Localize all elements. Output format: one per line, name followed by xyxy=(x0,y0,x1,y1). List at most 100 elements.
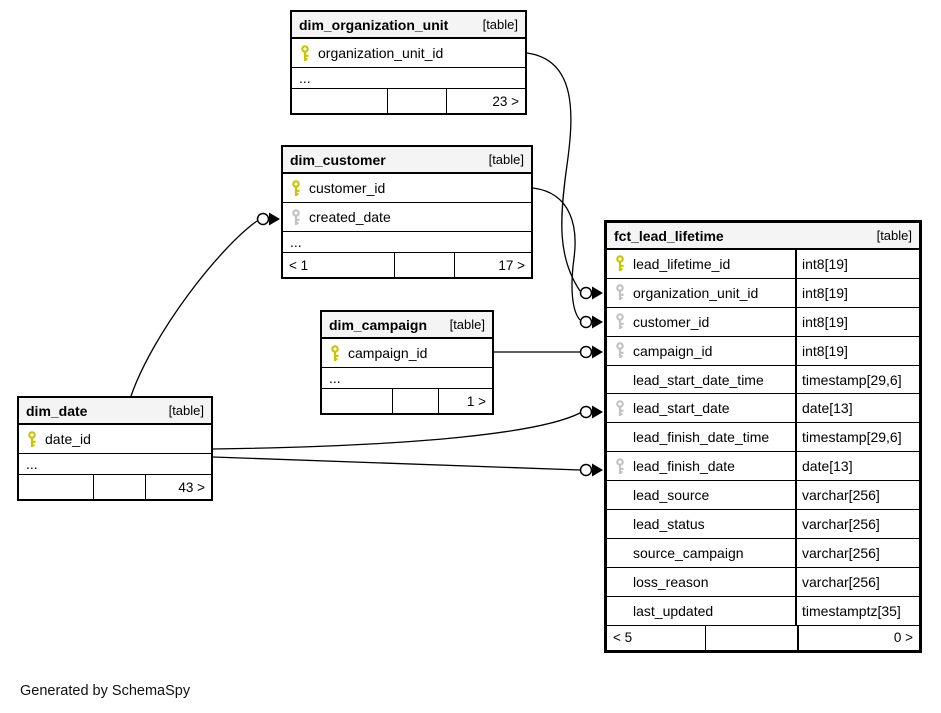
column-name-cell: last_updated xyxy=(607,597,795,625)
column-name: lead_start_date xyxy=(633,400,730,417)
primary-key-icon xyxy=(322,344,348,362)
generator-credit: Generated by SchemaSpy xyxy=(20,683,191,699)
column-type: varchar[256] xyxy=(795,510,919,538)
table-fct-lead-lifetime[interactable]: fct_lead_lifetime [table] lead_lifetime_… xyxy=(604,220,922,653)
table-header: dim_organization_unit [table] xyxy=(292,12,525,39)
foreign-key-icon xyxy=(607,313,633,330)
table-footer: < 1 17 > xyxy=(283,253,531,277)
child-count: 0 > xyxy=(893,630,913,646)
primary-key-icon xyxy=(292,44,318,62)
column-row-lead-start-date: lead_start_date date[13] xyxy=(607,394,919,424)
column-name-cell: organization_unit_id xyxy=(607,279,795,307)
columns-ellipsis: ... xyxy=(283,232,531,253)
column-row-campaign-id: campaign_id xyxy=(322,339,492,368)
table-dim-customer[interactable]: dim_customer [table] customer_id created… xyxy=(281,145,533,279)
column-row-campaign-id: campaign_id int8[19] xyxy=(607,336,919,366)
table-dim-campaign[interactable]: dim_campaign [table] campaign_id ... 1 > xyxy=(320,310,494,415)
column-row-created-date: created_date xyxy=(283,203,531,232)
column-name: customer_id xyxy=(309,180,386,196)
column-name-cell: lead_source xyxy=(607,481,795,509)
column-name: organization_unit_id xyxy=(318,45,444,61)
table-type-badge: [table] xyxy=(449,317,485,332)
parent-count xyxy=(322,389,393,413)
columns-ellipsis: ... xyxy=(19,454,211,475)
column-name: lead_source xyxy=(633,487,710,504)
column-row-lead-start-date-time: lead_start_date_time timestamp[29,6] xyxy=(607,365,919,395)
column-row-source-campaign: source_campaign varchar[256] xyxy=(607,538,919,568)
footer-spacer xyxy=(94,475,146,499)
column-name-cell: loss_reason xyxy=(607,568,795,596)
column-row-loss-reason: loss_reason varchar[256] xyxy=(607,567,919,597)
rel-line-org-to-fct xyxy=(526,52,581,292)
footer-spacer xyxy=(395,253,455,277)
table-header: dim_customer [table] xyxy=(283,147,531,174)
primary-key-icon xyxy=(19,430,45,448)
column-type: date[13] xyxy=(795,452,919,481)
column-name: created_date xyxy=(309,209,391,225)
table-footer: 23 > xyxy=(292,89,525,113)
column-row-customer-id: customer_id int8[19] xyxy=(607,307,919,337)
column-type: varchar[256] xyxy=(795,567,919,596)
column-name-cell: lead_finish_date xyxy=(607,452,795,480)
table-footer: 1 > xyxy=(322,389,492,413)
marker-fct-campaign-id xyxy=(579,345,603,359)
column-name-cell: lead_lifetime_id xyxy=(607,250,795,278)
column-row-organization-unit-id: organization_unit_id xyxy=(292,39,525,68)
column-name: organization_unit_id xyxy=(633,284,759,301)
column-type: date[13] xyxy=(795,394,919,423)
table-dim-date[interactable]: dim_date [table] date_id ... 43 > xyxy=(17,396,213,501)
column-type: timestamp[29,6] xyxy=(795,423,919,452)
primary-key-icon xyxy=(283,179,309,197)
column-name: customer_id xyxy=(633,313,710,330)
table-title: fct_lead_lifetime xyxy=(614,227,724,244)
table-footer: 43 > xyxy=(19,475,211,499)
column-name: lead_finish_date_time xyxy=(633,429,770,446)
table-header: dim_campaign [table] xyxy=(322,312,492,339)
table-type-badge: [table] xyxy=(876,228,912,243)
table-title: dim_date xyxy=(26,402,88,419)
parent-count xyxy=(292,89,388,113)
footer-spacer xyxy=(388,89,447,113)
marker-fct-lead-start-date xyxy=(579,405,603,419)
column-type: int8[19] xyxy=(795,250,919,278)
column-type: timestamp[29,6] xyxy=(795,365,919,394)
foreign-key-icon xyxy=(283,208,309,226)
column-type: int8[19] xyxy=(795,307,919,336)
column-name: lead_lifetime_id xyxy=(633,255,731,272)
marker-fct-lead-finish-date xyxy=(579,463,603,477)
rel-line-customer-to-fct xyxy=(532,187,581,321)
child-count: 43 > xyxy=(178,479,205,495)
table-type-badge: [table] xyxy=(488,152,524,167)
column-name-cell: source_campaign xyxy=(607,539,795,567)
table-title: dim_organization_unit xyxy=(299,16,449,33)
column-name-cell: lead_start_date_time xyxy=(607,366,795,394)
rel-line-date-to-fct-start xyxy=(212,412,581,450)
column-name: campaign_id xyxy=(348,345,428,361)
rel-line-date-to-customer xyxy=(130,220,258,397)
column-row-lead-status: lead_status varchar[256] xyxy=(607,510,919,539)
columns-ellipsis: ... xyxy=(292,68,525,89)
column-name: lead_start_date_time xyxy=(633,371,764,388)
columns-ellipsis: ... xyxy=(322,368,492,389)
column-row-customer-id: customer_id xyxy=(283,174,531,203)
column-row-lead-source: lead_source varchar[256] xyxy=(607,481,919,511)
footer-spacer xyxy=(706,625,799,650)
parent-count: < 5 xyxy=(607,625,706,650)
table-title: dim_customer xyxy=(290,151,386,168)
column-row-lead-lifetime-id: lead_lifetime_id int8[19] xyxy=(607,250,919,279)
child-count: 1 > xyxy=(466,393,486,409)
table-header: dim_date [table] xyxy=(19,398,211,425)
column-type: int8[19] xyxy=(795,278,919,307)
foreign-key-icon xyxy=(607,284,633,301)
column-name: last_updated xyxy=(633,602,714,619)
foreign-key-icon xyxy=(607,457,633,475)
column-name: loss_reason xyxy=(633,573,709,590)
column-name: campaign_id xyxy=(633,342,713,359)
column-type: varchar[256] xyxy=(795,481,919,510)
column-row-lead-finish-date: lead_finish_date date[13] xyxy=(607,452,919,482)
table-type-badge: [table] xyxy=(168,403,204,418)
table-dim-organization-unit[interactable]: dim_organization_unit [table] organizati… xyxy=(290,10,527,115)
rel-line-date-to-fct-finish xyxy=(212,456,581,471)
parent-count: < 1 xyxy=(283,253,395,277)
column-name-cell: campaign_id xyxy=(607,337,795,365)
